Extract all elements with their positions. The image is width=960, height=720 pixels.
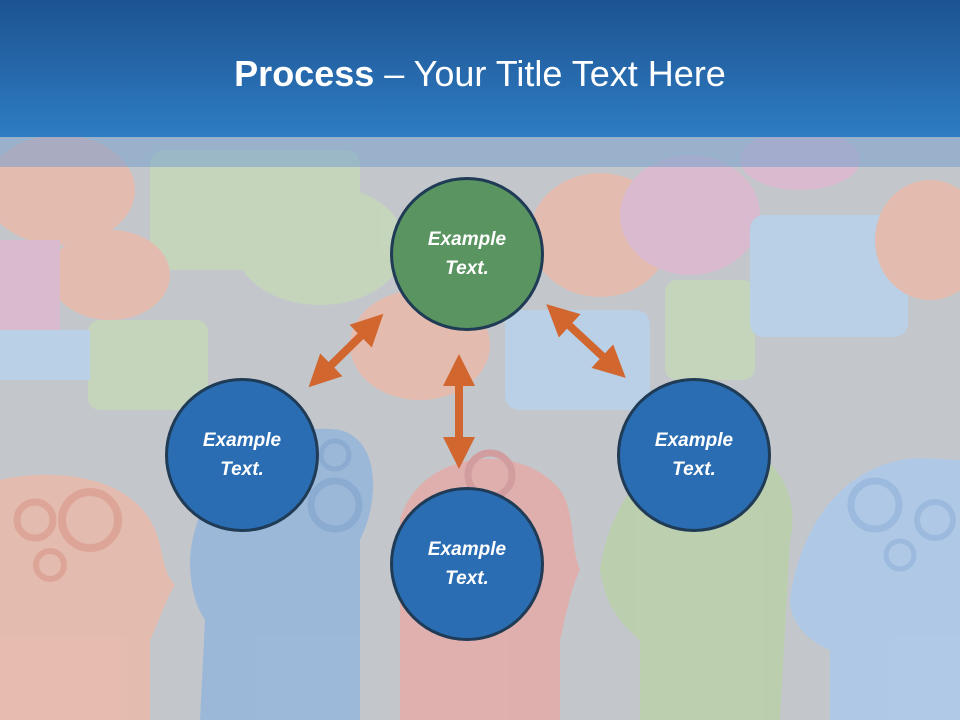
title-bold: Process (234, 53, 375, 94)
slide-title[interactable]: Process – Your Title Text Here (0, 52, 960, 96)
title-bar (0, 0, 960, 137)
node-bottom[interactable]: Example Text. (390, 487, 544, 641)
node-top[interactable]: Example Text. (390, 177, 544, 331)
node-left[interactable]: Example Text. (165, 378, 319, 532)
title-rest: – Your Title Text Here (374, 53, 726, 94)
node-left-label: Example Text. (202, 430, 282, 480)
node-right-label: Example Text. (654, 430, 734, 480)
node-right[interactable]: Example Text. (617, 378, 771, 532)
node-top-label: Example Text. (427, 229, 507, 279)
title-bar-band (0, 137, 960, 167)
node-bottom-label: Example Text. (427, 539, 507, 589)
